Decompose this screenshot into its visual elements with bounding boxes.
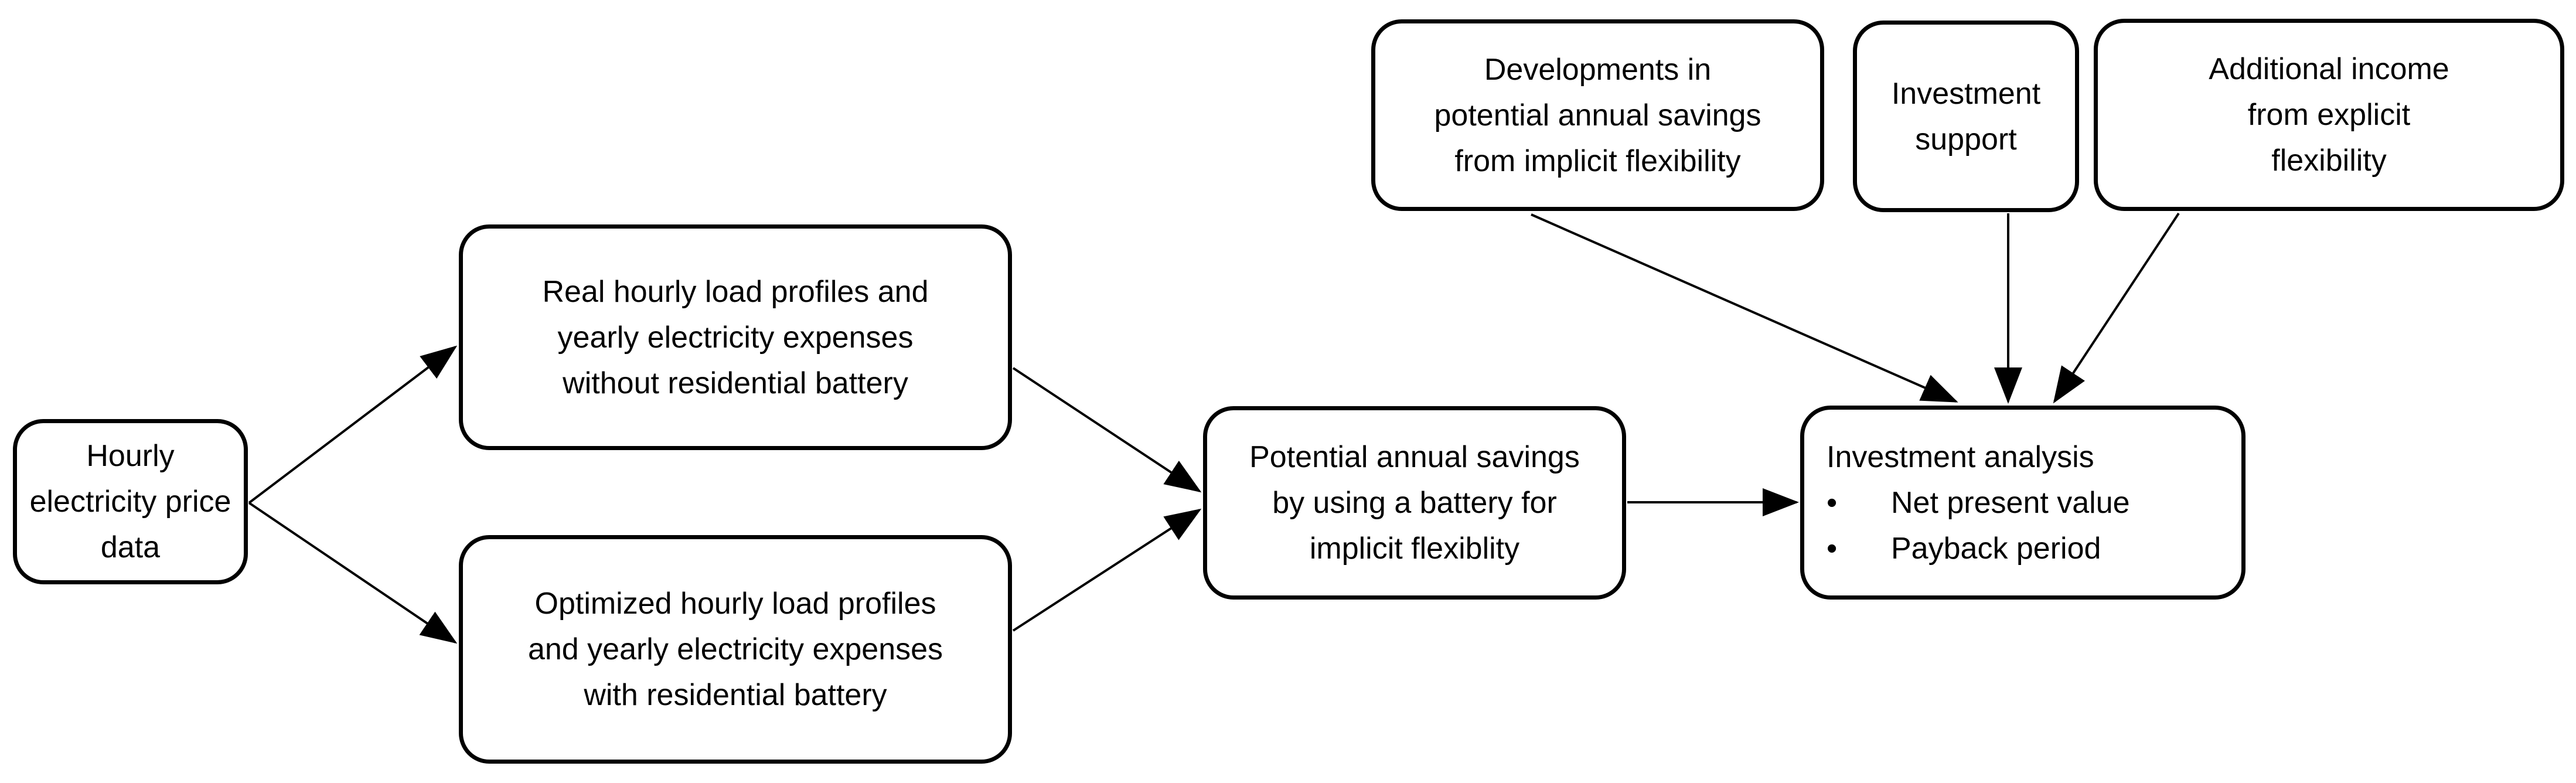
node-developments-in-savings: Developments in potential annual savings… bbox=[1371, 19, 1824, 211]
node-text-line: implicit flexiblity bbox=[1309, 532, 1520, 566]
node-text-line: Investment bbox=[1891, 76, 2041, 111]
arrow-hourly-to-real-icon bbox=[248, 345, 458, 504]
node-text-line: Hourly bbox=[86, 439, 175, 473]
bullet-item-net-present-value: • Net present value bbox=[1827, 480, 2130, 526]
node-text-line: Developments in bbox=[1484, 52, 1712, 87]
node-text-line: data bbox=[100, 530, 161, 564]
node-text-line: potential annual savings bbox=[1434, 98, 1761, 132]
node-text-line: by using a battery for bbox=[1272, 486, 1557, 520]
node-investment-support: Investment support bbox=[1853, 21, 2079, 212]
arrow-hourly-to-optimized-icon bbox=[248, 502, 458, 644]
node-real-hourly-load-profiles: Real hourly load profiles and yearly ele… bbox=[459, 224, 1012, 450]
node-text-line: without residential battery bbox=[563, 366, 908, 400]
node-text-line: electricity price bbox=[29, 485, 231, 519]
node-additional-income-explicit-flexibility: Additional income from explicit flexibil… bbox=[2094, 19, 2564, 211]
node-text-line: and yearly electricity expenses bbox=[527, 632, 943, 666]
node-text-line: yearly electricity expenses bbox=[557, 320, 914, 355]
bullet-text: Net present value bbox=[1891, 485, 2130, 520]
arrow-real-to-savings-icon bbox=[1012, 367, 1202, 493]
node-text-line: from implicit flexibility bbox=[1454, 144, 1741, 178]
node-optimized-hourly-load-profiles: Optimized hourly load profiles and yearl… bbox=[459, 535, 1012, 764]
node-text-line: support bbox=[1915, 122, 2017, 156]
node-hourly-electricity-price-data: Hourly electricity price data bbox=[13, 419, 248, 584]
bullet-icon: • bbox=[1827, 485, 1838, 520]
node-text-line: Potential annual savings bbox=[1249, 440, 1580, 474]
node-text-line: Real hourly load profiles and bbox=[542, 274, 929, 309]
node-investment-analysis: Investment analysis • Net present value … bbox=[1800, 406, 2246, 600]
arrow-income-to-analysis-icon bbox=[2053, 212, 2180, 404]
node-text-line: Additional income bbox=[2209, 52, 2449, 86]
bullet-item-payback-period: • Payback period bbox=[1827, 526, 2101, 571]
arrow-optimized-to-savings-icon bbox=[1012, 508, 1202, 632]
node-potential-annual-savings: Potential annual savings by using a batt… bbox=[1203, 406, 1626, 600]
node-text-line: flexibility bbox=[2271, 144, 2387, 178]
bullet-text: Payback period bbox=[1891, 531, 2101, 566]
bullet-icon: • bbox=[1827, 531, 1838, 566]
arrow-developments-to-analysis-icon bbox=[1531, 213, 1958, 403]
node-title: Investment analysis bbox=[1827, 440, 2094, 474]
node-text-line: from explicit bbox=[2247, 98, 2411, 132]
node-text-line: with residential battery bbox=[584, 678, 887, 712]
node-text-line: Optimized hourly load profiles bbox=[534, 587, 936, 621]
